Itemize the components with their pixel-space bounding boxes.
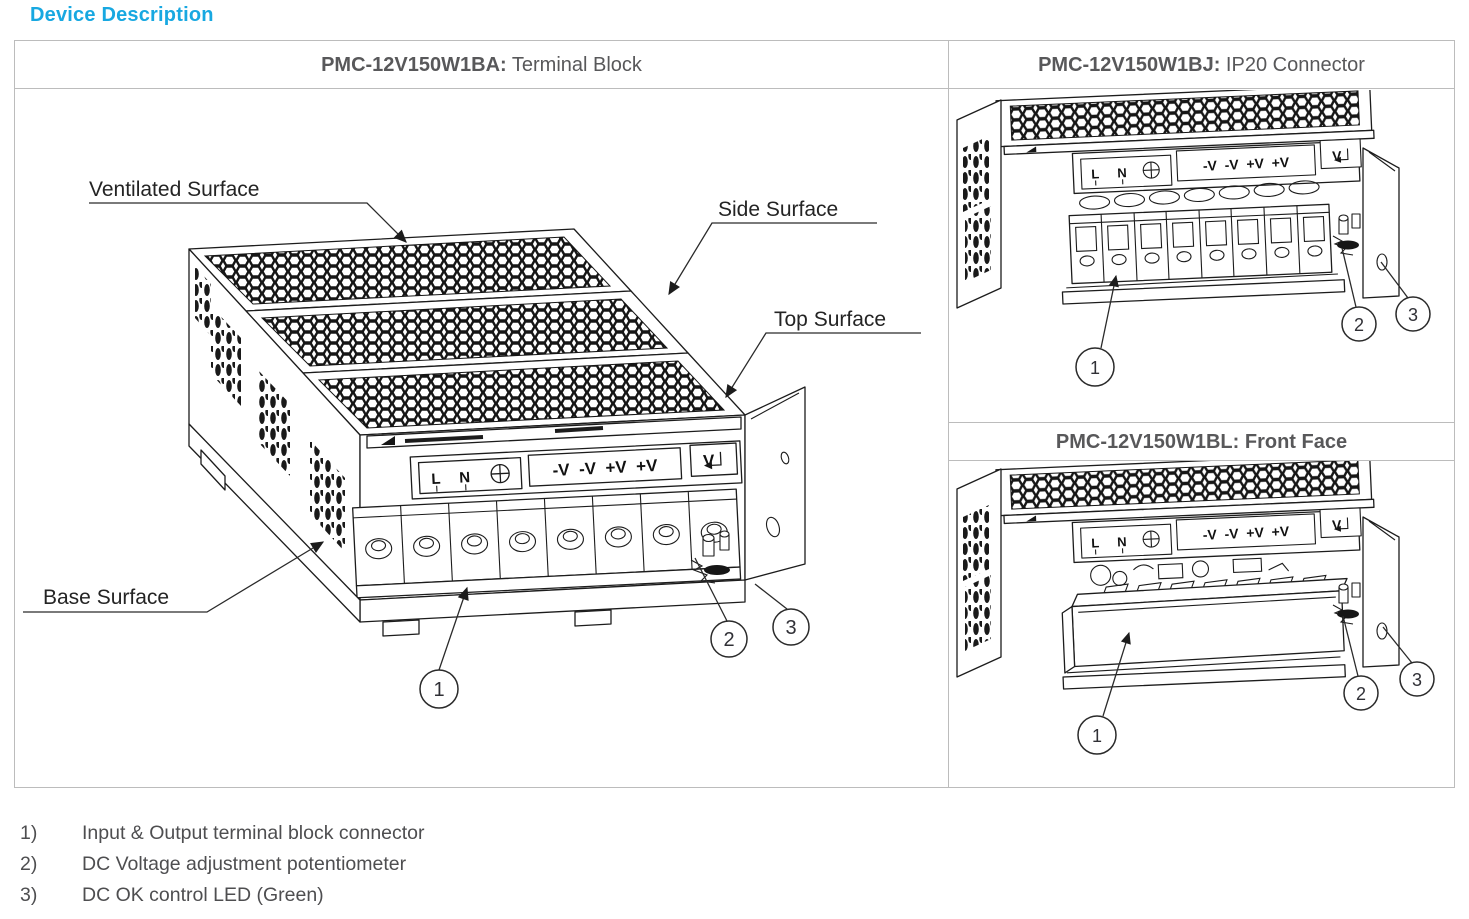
- callouts: 1 2 3: [1075, 247, 1431, 387]
- side-vent-face: [188, 248, 361, 611]
- column-divider: [948, 41, 949, 787]
- right-side-panel: [690, 386, 806, 584]
- callout-3: 3: [1408, 305, 1418, 325]
- ventilated-surface-label: Ventilated Surface: [89, 178, 259, 201]
- neutral-label: N: [1117, 534, 1127, 549]
- callout-1-circle: [419, 669, 459, 709]
- callouts: 1 2 3: [419, 557, 810, 709]
- chassis-front: L N -V -V +V +V V: [995, 461, 1375, 690]
- callout-1: 1: [1090, 358, 1100, 378]
- model-name: PMC-12V150W1BJ:: [1038, 54, 1221, 76]
- line-label: L: [431, 471, 441, 488]
- callout-1: 1: [433, 679, 444, 701]
- psu-isometric-drawing: L N -V -V +V +V V: [23, 178, 921, 709]
- connector-cages: [1075, 216, 1326, 267]
- callout-2-circle: [1341, 306, 1377, 342]
- dc-output-label-box: [527, 447, 683, 487]
- top-surface-label: Top Surface: [774, 308, 886, 331]
- callout-2: 2: [1356, 684, 1366, 704]
- variant-name: IP20 Connector: [1220, 54, 1365, 76]
- page-title: Device Description: [30, 4, 214, 26]
- input-label-box: [417, 456, 523, 495]
- model-name: PMC-12V150W1BL:: [1055, 431, 1240, 453]
- terminal-screws: [365, 521, 728, 560]
- dc-output-labels: -V -V +V +V: [1202, 523, 1290, 543]
- callout-2: 2: [1354, 315, 1364, 335]
- legend-text: DC OK control LED (Green): [82, 884, 324, 906]
- legend-num: 2): [20, 853, 38, 875]
- potentiometer-and-led: [690, 530, 730, 584]
- terminal-block-diagram: L N -V -V +V +V V: [15, 90, 948, 787]
- callout-3: 3: [1412, 670, 1422, 690]
- legend-item-2: 2) DC Voltage adjustment potentiometer: [20, 853, 425, 875]
- callout-3-circle: [772, 608, 810, 646]
- device-description-table: PMC-12V150W1BA: Terminal Block PMC-12V15…: [14, 40, 1455, 788]
- header-front-face: PMC-12V150W1BL: Front Face: [949, 422, 1454, 461]
- variant-name: Terminal Block: [506, 54, 642, 76]
- callout-1-circle: [1075, 347, 1115, 387]
- callout-2: 2: [723, 629, 734, 651]
- earth-icon: [490, 463, 510, 484]
- legend-item-1: 1) Input & Output terminal block connect…: [20, 822, 425, 844]
- side-vent-face: [956, 468, 1002, 678]
- side-surface-label: Side Surface: [718, 198, 838, 221]
- neutral-label: N: [459, 469, 471, 487]
- variant-name: Front Face: [1239, 431, 1348, 453]
- front-cover: [1061, 577, 1348, 674]
- callout-1-circle: [1077, 715, 1117, 755]
- legend-text: Input & Output terminal block connector: [82, 822, 425, 844]
- legend-num: 1): [20, 822, 38, 844]
- callout-legend: 1) Input & Output terminal block connect…: [20, 822, 425, 915]
- legend-text: DC Voltage adjustment potentiometer: [82, 853, 407, 875]
- callout-2-circle: [1343, 675, 1379, 711]
- front-face-diagram: L N -V -V +V +V V: [949, 461, 1454, 787]
- vadj-label: V: [1332, 148, 1343, 164]
- vadj-label-box: [689, 442, 739, 477]
- callout-3: 3: [785, 617, 796, 639]
- dc-output-labels: -V -V +V +V: [1203, 154, 1291, 174]
- model-name: PMC-12V150W1BA:: [321, 54, 507, 76]
- right-flange: [1332, 147, 1400, 299]
- line-label: L: [1091, 535, 1100, 550]
- right-flange: [1332, 516, 1400, 668]
- legend-item-3: 3) DC OK control LED (Green): [20, 884, 425, 906]
- psu-ip20-drawing: L N -V -V +V +V V: [956, 90, 1431, 387]
- header-terminal-block: PMC-12V150W1BA: Terminal Block: [15, 41, 948, 89]
- wire-entry-holes: [1079, 180, 1320, 210]
- callout-3-circle: [1399, 661, 1435, 697]
- header-ip20: PMC-12V150W1BJ: IP20 Connector: [949, 41, 1454, 89]
- neutral-label: N: [1117, 165, 1127, 180]
- psu-front-face-drawing: L N -V -V +V +V V: [956, 461, 1435, 755]
- surface-annotations: Ventilated Surface Side Surface Top Surf…: [23, 178, 921, 613]
- ip20-connector-diagram: L N -V -V +V +V V: [949, 90, 1454, 422]
- chassis-front: L N -V -V +V +V V: [995, 90, 1375, 305]
- potentiometer-and-led: [1332, 213, 1361, 256]
- ventilated-top-surface: [188, 228, 746, 436]
- line-label: L: [1091, 166, 1100, 181]
- legend-num: 3): [20, 884, 38, 906]
- vadj-label: V: [1332, 517, 1343, 533]
- callout-2-circle: [710, 620, 748, 658]
- base-surface-label: Base Surface: [43, 586, 169, 609]
- terminal-strip-and-block: L N -V -V +V +V V: [352, 440, 743, 599]
- callouts: 1 2 3: [1077, 615, 1435, 755]
- side-vent-face: [956, 99, 1002, 309]
- earth-icon: [1142, 161, 1160, 179]
- earth-icon: [1142, 530, 1160, 548]
- base-flange: [188, 423, 746, 637]
- callout-3-circle: [1395, 296, 1431, 332]
- callout-1: 1: [1092, 726, 1102, 746]
